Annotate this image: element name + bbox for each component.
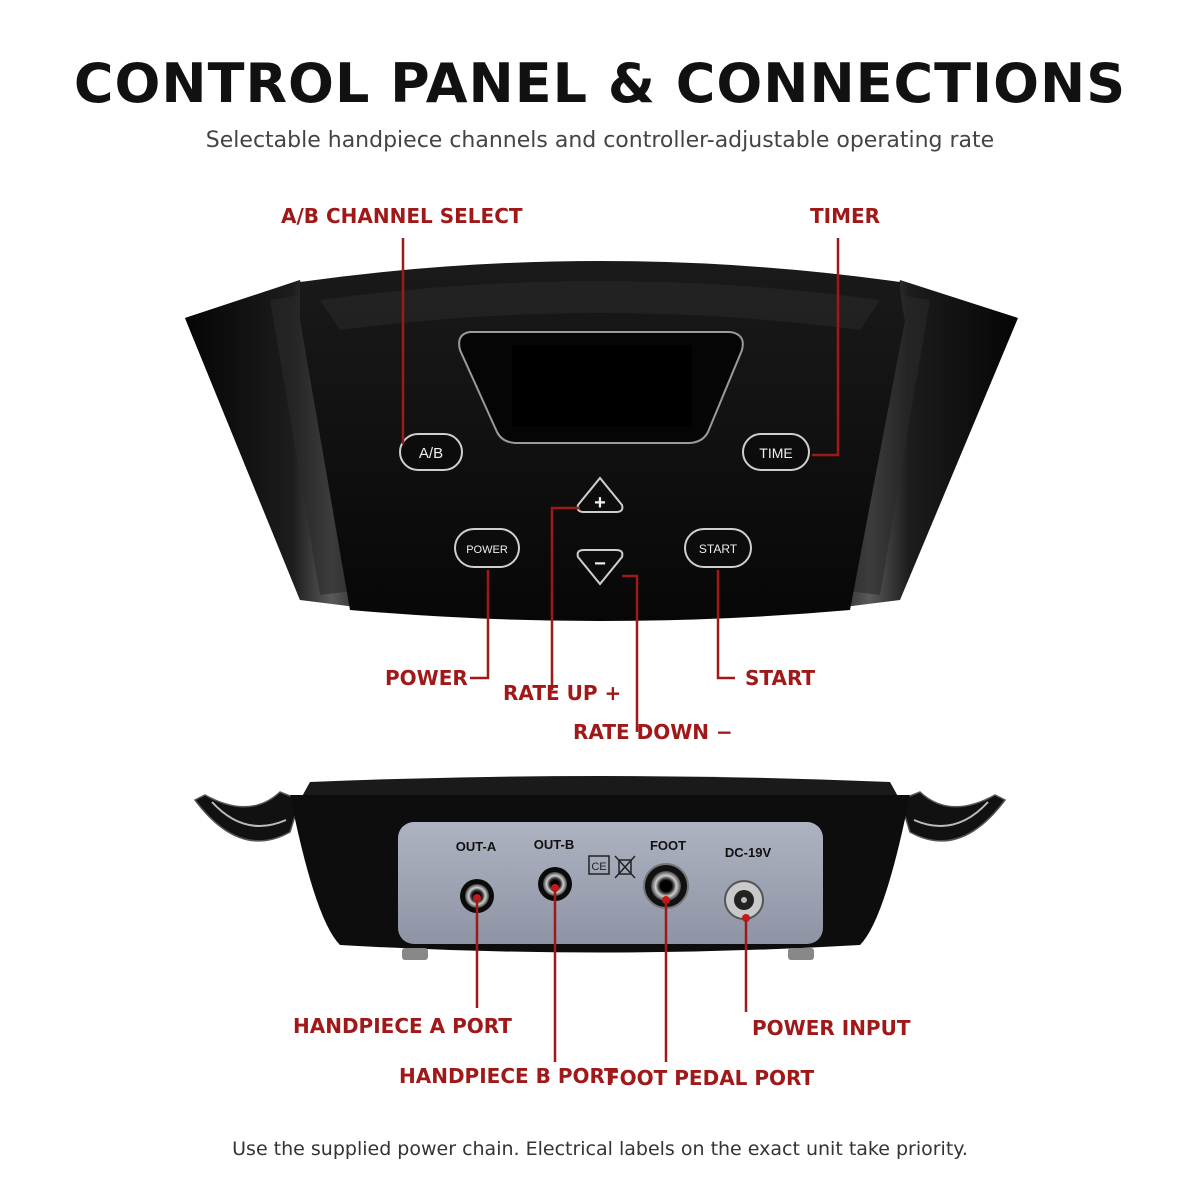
start-button-label: START bbox=[699, 542, 738, 556]
ab-button[interactable]: A/B bbox=[399, 433, 463, 471]
panel-leader-lines bbox=[401, 238, 840, 732]
page-title: CONTROL PANEL & CONNECTIONS bbox=[73, 52, 1127, 115]
out-a-label: OUT-A bbox=[456, 839, 497, 854]
page-subtitle: Selectable handpiece channels and contro… bbox=[205, 128, 995, 153]
callout-rate-up: RATE UP + bbox=[503, 681, 622, 705]
callout-power: POWER bbox=[385, 666, 468, 690]
rear-port-plate bbox=[398, 822, 823, 944]
svg-text:CE: CE bbox=[591, 861, 606, 873]
callout-timer: TIMER bbox=[810, 204, 881, 228]
minus-icon: − bbox=[594, 553, 606, 575]
plus-icon: + bbox=[594, 492, 606, 514]
left-cradle bbox=[193, 791, 301, 842]
port-markers bbox=[473, 884, 750, 922]
callout-power-input: POWER INPUT bbox=[752, 1016, 911, 1040]
callout-start: START bbox=[745, 666, 816, 690]
power-button[interactable]: POWER bbox=[454, 528, 520, 568]
callout-handpiece-b-port: HANDPIECE B PORT bbox=[399, 1064, 618, 1088]
time-button[interactable]: TIME bbox=[742, 433, 810, 471]
control-panel bbox=[185, 261, 1018, 621]
power-button-label: POWER bbox=[466, 544, 508, 556]
footer-note: Use the supplied power chain. Electrical… bbox=[232, 1138, 968, 1160]
callout-ab-channel-select: A/B CHANNEL SELECT bbox=[281, 204, 523, 228]
ab-button-label: A/B bbox=[419, 445, 443, 462]
foot-jack[interactable] bbox=[643, 863, 689, 909]
dc-label: DC-19V bbox=[725, 845, 772, 860]
start-button[interactable]: START bbox=[684, 528, 752, 568]
callout-handpiece-a-port: HANDPIECE A PORT bbox=[293, 1014, 512, 1038]
time-button-label: TIME bbox=[759, 445, 792, 461]
rate-down-button[interactable]: − bbox=[576, 549, 624, 586]
dc-power-jack[interactable] bbox=[724, 880, 764, 920]
foot-label: FOOT bbox=[650, 838, 686, 853]
rear-leader-lines bbox=[475, 890, 748, 1062]
right-cradle bbox=[899, 791, 1007, 842]
callout-foot-pedal-port: FOOT PEDAL PORT bbox=[606, 1066, 815, 1090]
out-b-label: OUT-B bbox=[534, 837, 574, 852]
weee-bin-icon bbox=[614, 855, 636, 879]
callout-rate-down: RATE DOWN − bbox=[573, 720, 733, 744]
ce-mark-icon: CE bbox=[588, 855, 610, 875]
